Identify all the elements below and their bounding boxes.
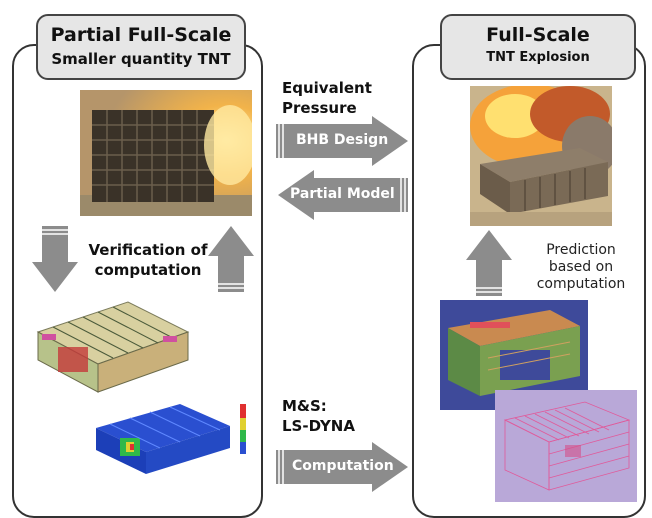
partial-model-label: Partial Model — [290, 186, 395, 202]
right-panel-header: Full-Scale TNT Explosion — [440, 14, 636, 80]
ms-lsdyna-label: M&S: LS-DYNA — [282, 396, 355, 436]
prediction-line-3: computation — [536, 276, 626, 292]
down-arrow-icon — [32, 226, 78, 292]
partial-test-photo — [80, 90, 252, 216]
left-panel-subtitle: Smaller quantity TNT — [51, 50, 231, 68]
pressure-line: Pressure — [282, 99, 357, 117]
equivalent-line: Equivalent — [282, 79, 372, 97]
prediction-up-arrow-icon — [466, 230, 512, 296]
partial-fe-model — [28, 292, 198, 402]
verification-label: Verification of computation — [86, 240, 210, 280]
prediction-line-2: based on — [548, 259, 614, 275]
stress-contour-plot — [90, 398, 258, 478]
bhb-design-arrow-icon — [276, 116, 408, 166]
up-arrow-icon — [208, 226, 254, 292]
equivalent-pressure-label: Equivalent Pressure — [282, 78, 372, 118]
right-panel-title: Full-Scale — [486, 24, 590, 46]
verification-line-2: computation — [94, 261, 202, 279]
wireframe-model — [495, 390, 637, 502]
computation-arrow-icon — [276, 442, 408, 492]
left-panel-header: Partial Full-Scale Smaller quantity TNT — [36, 14, 246, 80]
verification-line-1: Verification of — [88, 241, 208, 259]
prediction-label: Prediction based on computation — [526, 242, 636, 293]
bhb-design-label: BHB Design — [296, 132, 389, 148]
prediction-line-1: Prediction — [546, 242, 616, 258]
right-panel-subtitle: TNT Explosion — [486, 50, 590, 65]
left-panel-title: Partial Full-Scale — [50, 24, 232, 46]
ms-line: M&S: — [282, 397, 327, 415]
lsdyna-line: LS-DYNA — [282, 417, 355, 435]
full-scale-photo — [470, 86, 612, 226]
partial-model-arrow-icon — [278, 170, 408, 220]
computation-label: Computation — [292, 458, 394, 474]
